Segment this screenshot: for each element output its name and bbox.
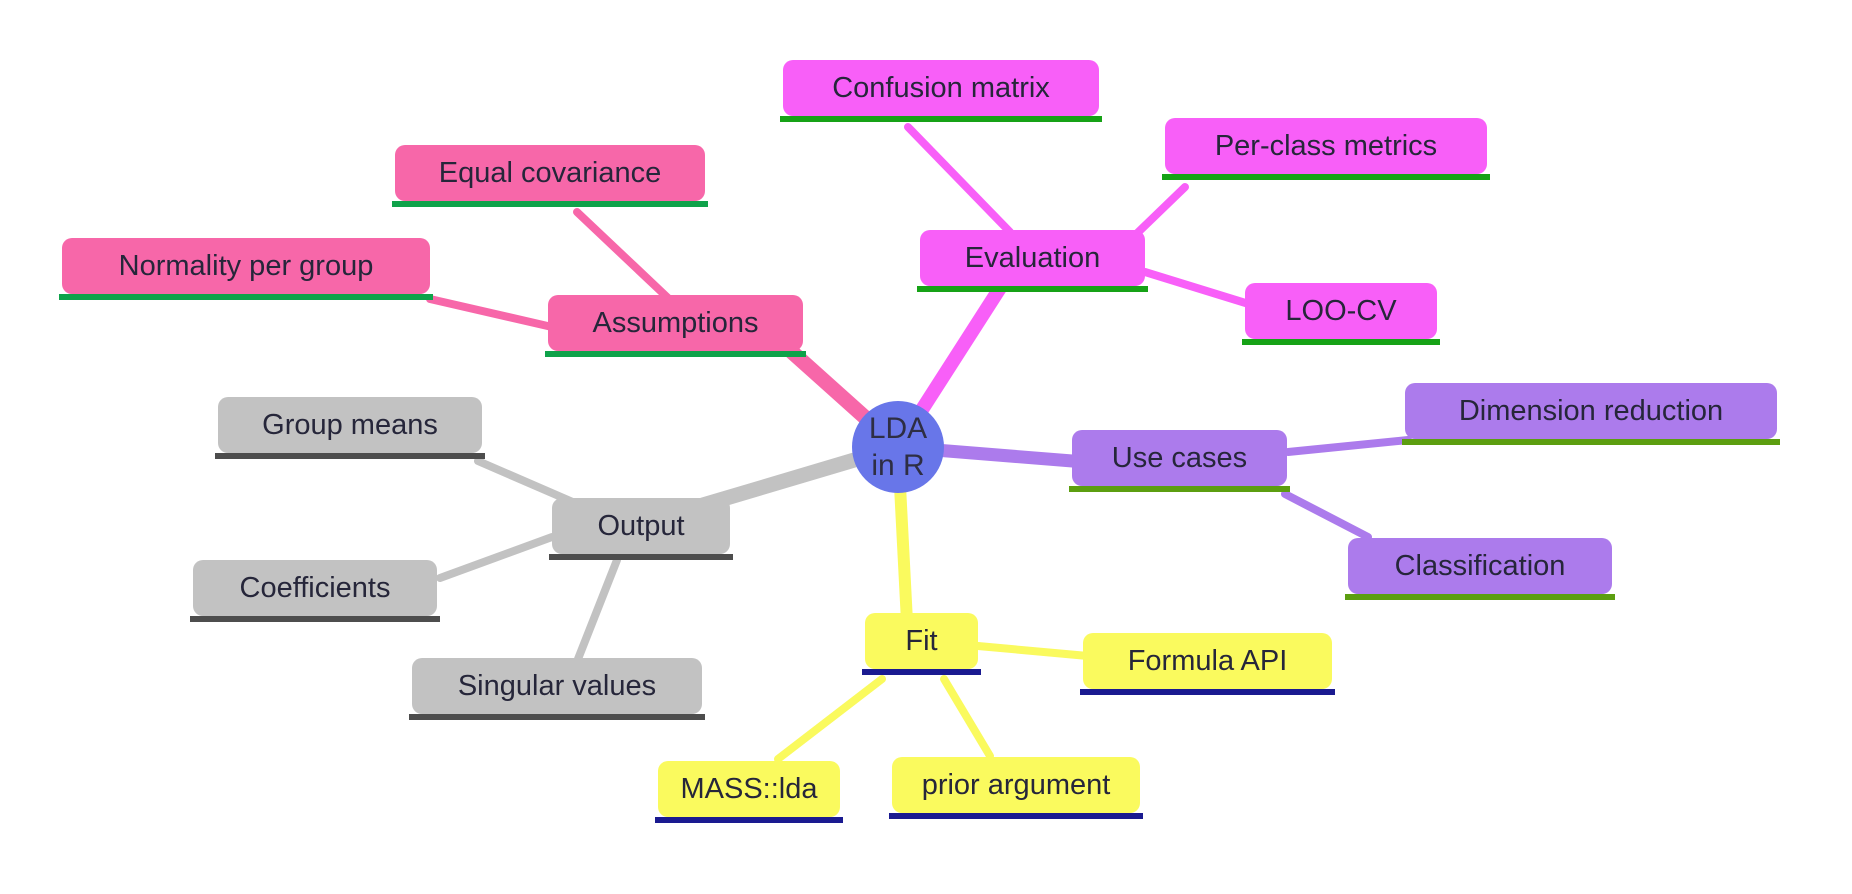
node-underline: [59, 294, 433, 300]
node-label: Confusion matrix: [832, 71, 1050, 104]
node-use-cases[interactable]: Use cases: [1069, 430, 1290, 492]
node-classification[interactable]: Classification: [1345, 538, 1615, 600]
node-underline: [190, 616, 440, 622]
edge-use-cases-dimension-reduction: [1284, 436, 1412, 456]
node-per-class-metrics[interactable]: Per-class metrics: [1162, 118, 1490, 180]
node-formula-api[interactable]: Formula API: [1080, 633, 1335, 695]
node-label: Use cases: [1111, 441, 1248, 474]
node-label: LOO-CV: [1285, 294, 1397, 327]
node-underline: [1069, 486, 1290, 492]
node-underline: [889, 813, 1143, 819]
node-label: Assumptions: [592, 306, 759, 339]
edge-use-cases-classification: [1281, 490, 1372, 541]
node-assumptions[interactable]: Assumptions: [545, 295, 806, 357]
node-singular-values[interactable]: Singular values: [409, 658, 705, 720]
node-fit[interactable]: Fit: [862, 613, 981, 675]
node-label: Evaluation: [964, 241, 1101, 274]
edge-fit-formula-api: [974, 642, 1092, 660]
node-coefficients[interactable]: Coefficients: [190, 560, 440, 622]
node-underline: [409, 714, 705, 720]
node-label: Dimension reduction: [1458, 394, 1724, 427]
node-label: Fit: [905, 624, 938, 657]
node-underline: [1345, 594, 1615, 600]
edge-output-coefficients: [436, 533, 556, 582]
node-underline: [392, 201, 708, 207]
node-label: Normality per group: [118, 249, 374, 282]
center-label-line1: LDA: [868, 412, 928, 445]
node-label: Classification: [1394, 549, 1566, 582]
node-output[interactable]: Output: [549, 498, 733, 560]
node-underline: [862, 669, 981, 675]
node-loo-cv[interactable]: LOO-CV: [1242, 283, 1440, 345]
node-label: Output: [597, 509, 685, 542]
node-mass-lda[interactable]: MASS::lda: [655, 761, 843, 823]
node-label: prior argument: [921, 768, 1111, 801]
node-underline: [655, 817, 843, 823]
node-label: Group means: [262, 408, 438, 441]
node-underline: [545, 351, 806, 357]
node-underline: [780, 116, 1102, 122]
node-label: Formula API: [1127, 644, 1288, 677]
edge-assumptions-equal-covariance: [573, 208, 672, 302]
node-center-lda-in-r[interactable]: LDA in R: [852, 401, 944, 493]
edge-evaluation-loo-cv: [1141, 268, 1256, 309]
edge-output-singular-values: [574, 556, 621, 663]
node-label: Equal covariance: [438, 156, 662, 189]
node-underline: [549, 554, 733, 560]
node-label: MASS::lda: [680, 772, 818, 805]
edge-evaluation-confusion-matrix: [904, 123, 1014, 236]
node-label: Coefficients: [239, 571, 391, 604]
node-label: Singular values: [457, 669, 657, 702]
center-label-line2: in R: [871, 449, 925, 482]
node-label: Per-class metrics: [1214, 129, 1438, 162]
node-equal-covariance[interactable]: Equal covariance: [392, 145, 708, 207]
edge-fit-mass-lda: [774, 675, 886, 763]
node-underline: [215, 453, 485, 459]
node-confusion-matrix[interactable]: Confusion matrix: [780, 60, 1102, 122]
edge-assumptions-normality: [426, 295, 556, 331]
node-underline: [1162, 174, 1490, 180]
node-group-means[interactable]: Group means: [215, 397, 485, 459]
edge-output-group-means: [474, 457, 579, 507]
node-underline: [917, 286, 1148, 292]
node-underline: [1402, 439, 1780, 445]
node-underline: [1080, 689, 1335, 695]
node-underline: [1242, 339, 1440, 345]
node-normality-per-group[interactable]: Normality per group: [59, 238, 433, 300]
node-evaluation[interactable]: Evaluation: [917, 230, 1148, 292]
edge-fit-prior-argument: [940, 675, 994, 760]
node-prior-argument[interactable]: prior argument: [889, 757, 1143, 819]
node-dimension-reduction[interactable]: Dimension reduction: [1402, 383, 1780, 445]
